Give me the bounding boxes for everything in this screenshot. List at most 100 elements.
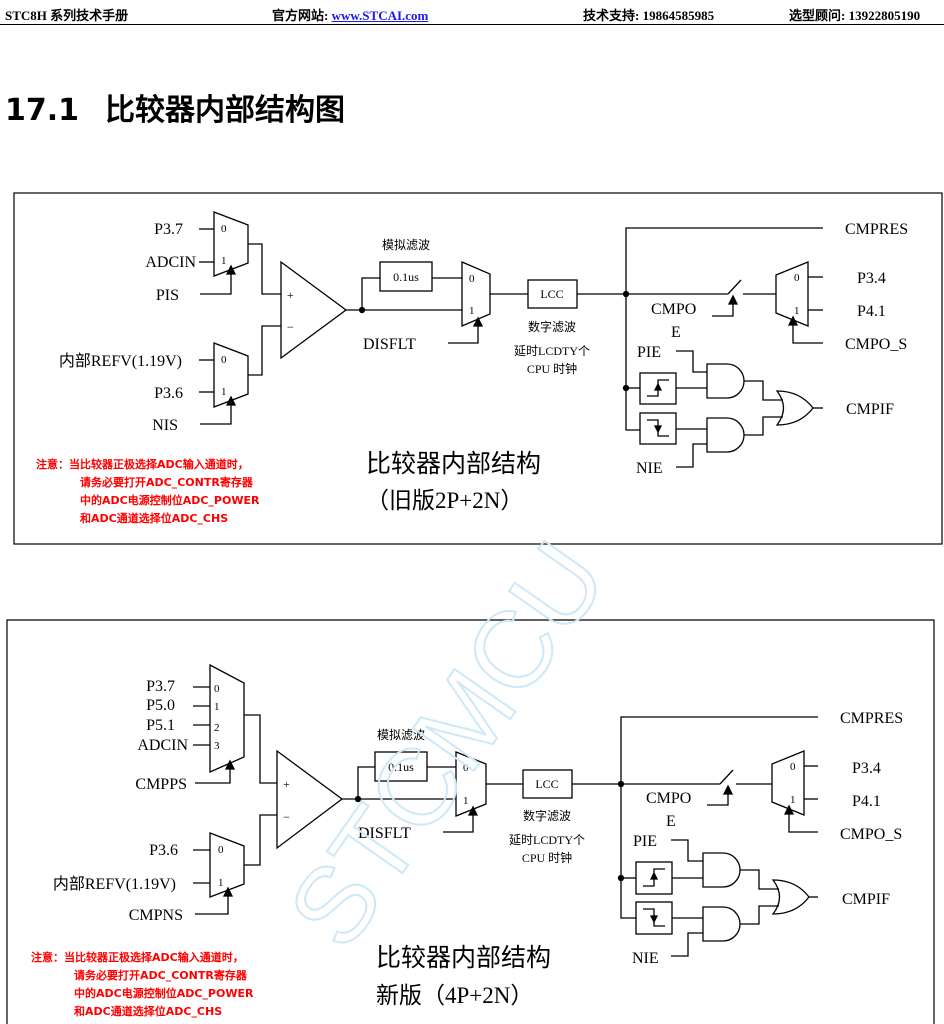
pie-label: PIE [633, 833, 657, 850]
mux-label-1: 1 [790, 794, 796, 806]
mux-label-1: 1 [218, 877, 224, 889]
note-line-3: 中的ADC电源控制位ADC_POWER [74, 986, 254, 1000]
input-p37: P3.7 [154, 221, 183, 238]
delay-line1: 延时LCDTY个 [514, 344, 590, 358]
caption-line2: （旧版2P+2N） [366, 488, 523, 513]
pie-label: PIE [637, 344, 661, 361]
mux-label-1: 1 [463, 795, 469, 807]
mux-label-1: 1 [794, 305, 800, 317]
output-p41: P4.1 [852, 793, 881, 810]
input-refv: 内部REFV(1.19V) [53, 875, 176, 893]
analog-filter-label: 模拟滤波 [382, 238, 430, 252]
note-line-1: 注意：当比较器正极选择ADC输入通道时， [31, 950, 244, 964]
input-p51: P5.1 [146, 717, 175, 734]
disflt-label: DISFLT [363, 336, 416, 353]
page-header: STC8H 系列技术手册 官方网站: www.STCAI.com 技术支持: 1… [0, 0, 944, 26]
input-pis: PIS [156, 287, 179, 304]
cmpo-s-label: CMPO_S [840, 826, 902, 843]
mux-label-0: 0 [221, 354, 227, 366]
cmpoe-line2: E [666, 813, 676, 830]
note-line-3: 中的ADC电源控制位ADC_POWER [80, 493, 260, 507]
note-line-4: 和ADC通道选择位ADC_CHS [74, 1004, 222, 1018]
filter-value: 0.1us [388, 760, 414, 774]
cmpoe-line2: E [671, 324, 681, 341]
output-p34: P3.4 [852, 760, 881, 777]
note-line-4: 和ADC通道选择位ADC_CHS [80, 511, 228, 525]
minus-sign: − [283, 810, 290, 824]
digital-filter-label: 数字滤波 [523, 808, 571, 823]
mux-label-2: 2 [214, 722, 220, 734]
negative-mux [209, 832, 245, 898]
mux-label-0: 0 [790, 761, 796, 773]
note-line-2: 请务必要打开ADC_CONTR寄存器 [74, 968, 248, 982]
filter-mux [455, 751, 487, 817]
positive-mux [213, 211, 249, 277]
input-refv: 内部REFV(1.19V) [59, 352, 182, 370]
input-p36: P3.6 [149, 842, 178, 859]
diagram-frame [13, 192, 943, 545]
filter-mux [461, 261, 491, 327]
manual-title: STC8H 系列技术手册 [5, 8, 129, 23]
section-heading: 比较器内部结构图 [105, 93, 346, 128]
diagram-frame [6, 619, 935, 1024]
and-gate-pie [702, 852, 741, 888]
input-cmpps: CMPPS [135, 776, 187, 793]
caption-line1: 比较器内部结构 [366, 450, 541, 478]
website: 官方网站: www.STCAI.com [272, 5, 428, 24]
mux-label-1: 1 [469, 305, 475, 317]
delay-line1: 延时LCDTY个 [509, 833, 585, 847]
input-adcin: ADCIN [145, 254, 196, 271]
analog-filter-label: 模拟滤波 [377, 728, 425, 742]
output-mux [771, 750, 805, 816]
and-gate-nie [706, 417, 745, 453]
cmpres-label: CMPRES [845, 221, 908, 238]
input-nis: NIS [152, 417, 178, 434]
negative-mux [213, 342, 249, 408]
delay-line2: CPU 时钟 [522, 850, 572, 865]
section-title: 17.1 比较器内部结构图 [5, 85, 345, 129]
advisor-phone: 选型顾问: 13922805190 [789, 8, 921, 23]
and-gate-pie [706, 363, 745, 399]
and-gate-nie [702, 906, 741, 942]
website-link[interactable]: www.STCAI.com [331, 8, 429, 23]
support-phone: 技术支持: 19864585985 [583, 8, 715, 23]
output-p34: P3.4 [857, 270, 886, 287]
input-p37: P3.7 [146, 678, 175, 695]
mux-label-0: 0 [218, 844, 224, 856]
mux-label-0: 0 [794, 272, 800, 284]
or-gate [771, 879, 810, 915]
input-adcin: ADCIN [137, 737, 188, 754]
comparator-amp [276, 749, 344, 850]
lcc-label: LCC [540, 287, 563, 301]
input-p36: P3.6 [154, 385, 183, 402]
cmpo-s-label: CMPO_S [845, 336, 907, 353]
note-line-1: 注意：当比较器正极选择ADC输入通道时， [36, 457, 249, 471]
note-line-2: 请务必要打开ADC_CONTR寄存器 [80, 475, 254, 489]
nie-label: NIE [632, 950, 659, 967]
mux-label-0: 0 [469, 273, 475, 285]
cmpif-label: CMPIF [846, 401, 894, 418]
mux-label-0: 0 [463, 762, 469, 774]
mux-label-0: 0 [214, 683, 220, 695]
disflt-label: DISFLT [358, 825, 411, 842]
output-mux [775, 261, 809, 327]
minus-sign: − [287, 320, 294, 334]
mux-label-1: 1 [214, 701, 220, 713]
plus-sign: + [283, 777, 290, 791]
section-number: 17.1 [5, 93, 80, 128]
header-divider [0, 24, 944, 25]
mux-label-1: 1 [221, 386, 227, 398]
cmpres-label: CMPRES [840, 710, 903, 727]
analog-filter-box [379, 261, 433, 292]
caption-line2: 新版（4P+2N） [376, 983, 533, 1008]
output-p41: P4.1 [857, 303, 886, 320]
mux-label-3: 3 [214, 740, 220, 752]
website-label: 官方网站: [272, 8, 332, 23]
caption-line1: 比较器内部结构 [376, 944, 551, 972]
comparator-amp [280, 260, 348, 360]
input-cmpns: CMPNS [129, 907, 183, 924]
mux-label-0: 0 [221, 223, 227, 235]
cmpoe-line1: CMPO [646, 790, 691, 807]
